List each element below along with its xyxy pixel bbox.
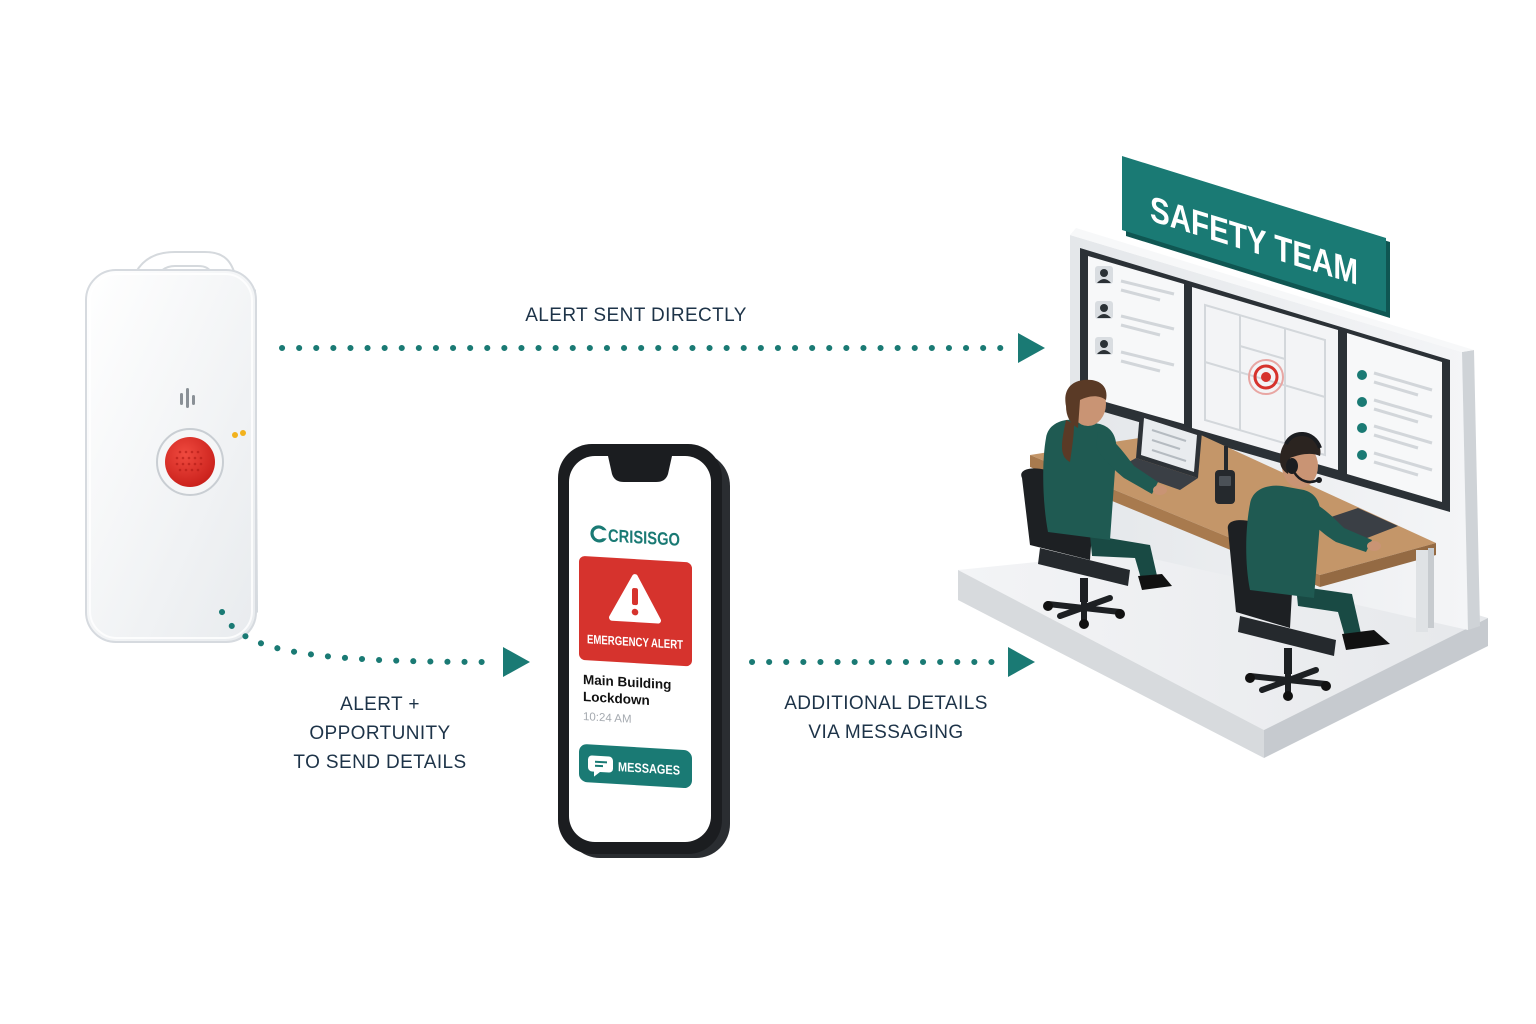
arrow-direct-to-team xyxy=(279,333,1045,363)
arrow-head-icon xyxy=(503,647,530,677)
contacts-screen xyxy=(1088,256,1184,424)
alert-title: EMERGENCY ALERT xyxy=(587,632,683,652)
emergency-alert-card[interactable]: EMERGENCY ALERT xyxy=(579,556,692,667)
crisisgo-logo: CRISISGO xyxy=(590,525,680,550)
person-avatar-icon xyxy=(1095,337,1113,355)
monitor-wall xyxy=(1080,248,1450,512)
label-additional-details: ADDITIONAL DETAILS VIA MESSAGING xyxy=(766,689,1006,747)
smartphone: CRISISGO EMERGENCY ALERT Main Building L… xyxy=(558,444,730,858)
message-title-line2: Lockdown xyxy=(583,689,650,708)
messages-button-label: MESSAGES xyxy=(618,759,680,778)
label-line: ADDITIONAL DETAILS xyxy=(784,693,988,714)
arrow-head-icon xyxy=(1018,333,1045,363)
operator-right xyxy=(1227,432,1390,701)
arrow-head-icon xyxy=(1008,647,1035,677)
headset-icon xyxy=(1284,432,1322,484)
label-line: ALERT SENT DIRECTLY xyxy=(525,305,747,326)
status-led xyxy=(240,430,246,436)
status-list-screen xyxy=(1347,333,1442,502)
message-time: 10:24 AM xyxy=(583,711,632,726)
radio-icon xyxy=(1215,446,1235,504)
keyboard xyxy=(1322,508,1398,540)
arrow-device-to-phone xyxy=(219,609,530,677)
person-avatar-icon xyxy=(1095,266,1113,284)
label-alert-sent-directly: ALERT SENT DIRECTLY xyxy=(516,301,756,330)
label-line: TO SEND DETAILS xyxy=(293,752,467,773)
chat-bubble-icon xyxy=(588,755,613,777)
panic-button-device xyxy=(85,251,258,643)
arrow-phone-to-team xyxy=(749,647,1035,677)
messages-button[interactable]: MESSAGES xyxy=(579,744,692,789)
laptop xyxy=(1118,412,1202,490)
speaker-icon xyxy=(180,388,195,408)
label-line: VIA MESSAGING xyxy=(808,722,964,743)
location-target-icon xyxy=(1248,359,1284,395)
label-alert-opportunity: ALERT + OPPORTUNITY TO SEND DETAILS xyxy=(270,690,490,777)
safety-team-control-room: SAFETY TEAM xyxy=(958,156,1488,758)
label-line: OPPORTUNITY xyxy=(309,723,451,744)
message-title-line1: Main Building xyxy=(583,672,671,692)
person-avatar-icon xyxy=(1095,301,1113,319)
label-line: ALERT + xyxy=(340,694,420,715)
operator-left xyxy=(1021,379,1172,629)
warning-triangle-icon xyxy=(609,574,661,624)
phone-notch xyxy=(608,456,672,482)
floor-map-screen xyxy=(1192,287,1338,470)
status-led xyxy=(232,432,238,438)
red-alert-button[interactable] xyxy=(156,428,224,496)
brand-name: CRISISGO xyxy=(608,525,680,549)
